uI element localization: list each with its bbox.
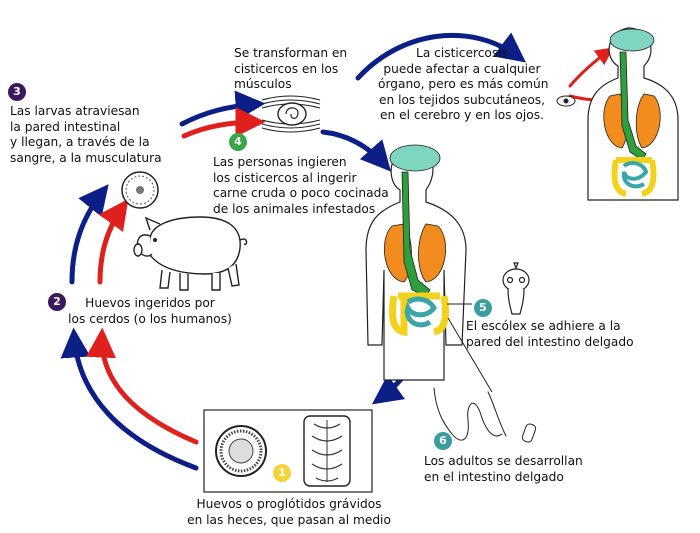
scolex-drawing — [502, 262, 530, 315]
step-6-line-2: en el intestino delgado — [424, 469, 564, 484]
step-5-line-1: El escólex se adhiere a la — [466, 319, 621, 333]
step-2-caption: Huevos ingeridos por los cerdos (o los h… — [64, 296, 236, 327]
transform-line-2: cisticercos en los — [234, 61, 339, 76]
cysticercosis-line-5: en el cerebro y en los ojos. — [380, 108, 544, 122]
step-5-line-2: pared del intestino delgado — [466, 334, 634, 349]
adult-tapeworms — [430, 384, 537, 445]
arrow-blue-to-cyst-muscle — [179, 90, 266, 127]
human-figure-center — [365, 144, 493, 393]
cysticercosis-caption: La cisticercosis puede afectar a cualqui… — [378, 46, 549, 124]
step-3-caption: Las larvas atraviesan la pared intestina… — [10, 104, 162, 166]
cycle-arrows — [60, 32, 614, 471]
step-1-line-2: en las heces, que pasan al medio — [187, 512, 391, 527]
step-badge-2: 2 — [48, 293, 66, 311]
step-4-line-4: de los animales infestados — [213, 201, 376, 216]
step-1-line-1: Huevos o proglótidos grávidos — [196, 497, 382, 511]
step-3-line-3: y llegan, a través de la — [10, 135, 150, 149]
arrow-red-to-brain — [568, 47, 614, 88]
larva-cyst-drawing — [121, 171, 159, 209]
transform-line-3: músculos — [234, 77, 292, 91]
transform-line-1: Se transforman en — [234, 46, 348, 60]
step-3-line-2: la pared intestinal — [10, 119, 121, 134]
step-1-caption: Huevos o proglótidos grávidos en las hec… — [178, 497, 400, 528]
human-figure-right — [556, 27, 679, 201]
cysticercosis-line-3: órgano, pero es más común — [378, 77, 549, 91]
feces-stage-box — [203, 409, 373, 493]
step-3-line-4: sangre, a la musculatura — [10, 150, 162, 165]
muscle-cysticercus — [261, 95, 321, 133]
transform-caption: Se transforman en cisticercos en los mús… — [234, 46, 347, 93]
step-badge-4: 4 — [229, 133, 247, 151]
arrow-blue-muscle-to-human — [320, 129, 391, 172]
step-badge-6: 6 — [434, 432, 452, 450]
step-badge-5: 5 — [474, 299, 492, 317]
cysticercosis-line-2: puede afectar a cualquier — [383, 61, 541, 76]
step-2-line-1: Huevos ingeridos por — [85, 296, 215, 310]
pig-drawing — [133, 216, 248, 291]
cysticercosis-line-1: La cisticercosis — [416, 46, 508, 60]
step-4-caption: Las personas ingieren los cisticercos al… — [213, 155, 389, 217]
arrow-blue-pig-to-muscle — [69, 184, 109, 285]
arrow-blue-to-cysticercosis — [355, 32, 526, 81]
step-6-caption: Los adultos se desarrollan en el intesti… — [424, 454, 583, 485]
arrow-red-pig-to-muscle — [97, 198, 129, 285]
step-2-line-2: los cerdos (o los humanos) — [68, 311, 232, 326]
step-3-line-1: Las larvas atraviesan — [10, 104, 140, 118]
step-6-line-1: Los adultos se desarrollan — [424, 454, 583, 468]
step-4-line-3: carne cruda o poco cocinada — [213, 186, 389, 200]
step-badge-3: 3 — [8, 83, 26, 101]
step-4-line-1: Las personas ingieren — [213, 155, 347, 169]
step-badge-1: 1 — [273, 464, 291, 482]
arrow-red-to-cyst-muscle — [181, 107, 266, 139]
step-4-line-2: los cisticercos al ingerir — [213, 170, 357, 185]
step-5-caption: El escólex se adhiere a la pared del int… — [466, 319, 634, 350]
arrow-red-feces-to-pig — [86, 327, 199, 445]
cysticercosis-line-4: en los tejidos subcutáneos, — [378, 92, 545, 107]
arrow-blue-feces-to-pig — [60, 327, 199, 471]
